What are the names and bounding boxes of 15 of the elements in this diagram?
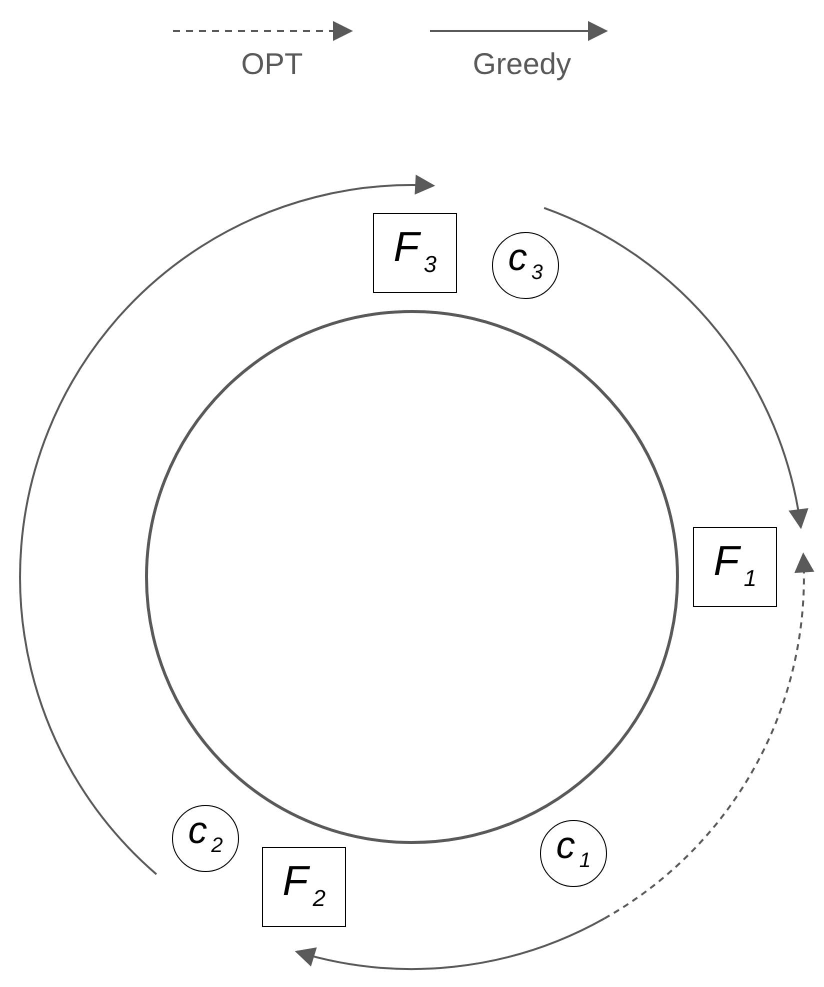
- legend-label: Greedy: [472, 48, 572, 82]
- facility-box: [262, 847, 346, 927]
- node-label: c$_{1}$: [556, 826, 591, 872]
- legend-label: OPT: [241, 48, 303, 82]
- facility-box: [373, 213, 457, 293]
- arrow: [19, 176, 436, 875]
- facility-box: [693, 527, 777, 607]
- node-label: F$_{1}$: [713, 540, 757, 590]
- arrow: [544, 206, 808, 530]
- node-label: F$_{3}$: [393, 226, 437, 276]
- node-label: c$_{3}$: [508, 238, 543, 284]
- arrow: [604, 552, 814, 920]
- node-label: c$_{2}$: [188, 812, 223, 858]
- arrow: [294, 918, 605, 970]
- node-label: F$_{2}$: [282, 860, 326, 910]
